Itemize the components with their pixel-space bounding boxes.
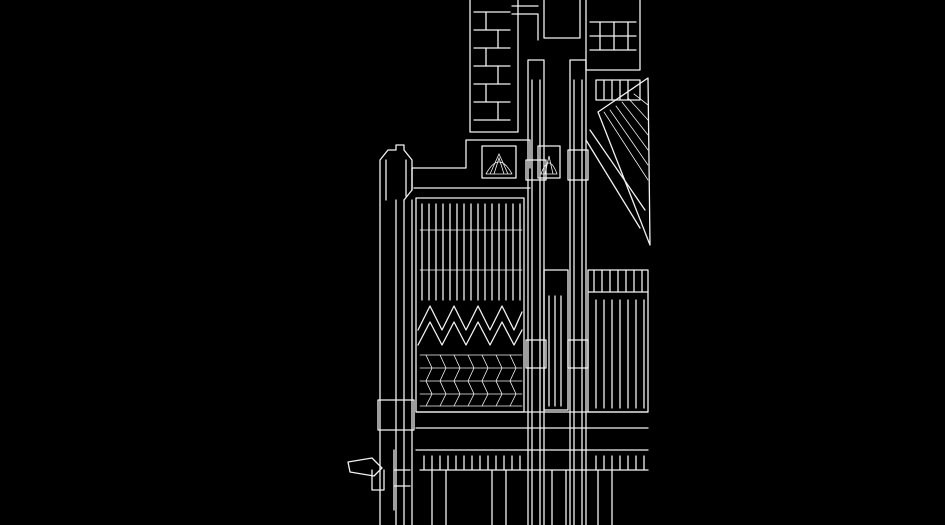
- hexagon-grille: [419, 354, 523, 407]
- stepped-cornice: [411, 139, 531, 191]
- left-tower-finial: [379, 144, 413, 206]
- fan-ornament-right: [585, 77, 651, 246]
- upper-tower: [469, 0, 641, 133]
- pipe-rows: [419, 203, 523, 301]
- right-pipe-panel: [543, 269, 649, 413]
- console-fragment: [347, 449, 411, 511]
- pilaster-right: [567, 59, 589, 525]
- shell-ornament-right: [537, 145, 561, 179]
- plinth: [415, 411, 649, 525]
- main-pipe-panel: [415, 197, 525, 413]
- pilaster-left: [377, 199, 415, 525]
- arch-lattice: [417, 305, 523, 346]
- shell-ornament-left: [481, 145, 517, 179]
- pilaster-center: [525, 59, 547, 525]
